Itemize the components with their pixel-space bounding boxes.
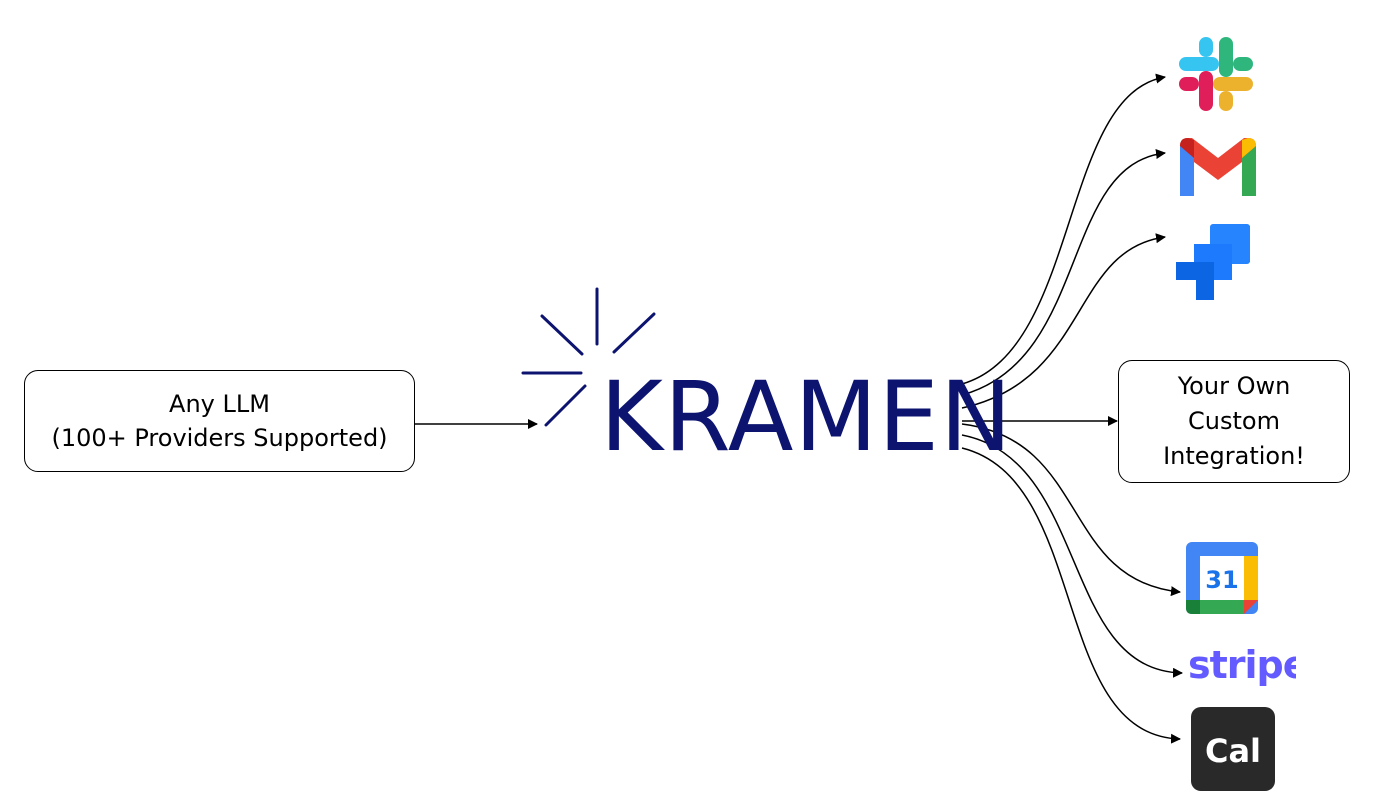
arrow-to-jira (961, 233, 1166, 409)
llm-source-box: Any LLM (100+ Providers Supported) (24, 370, 415, 472)
custom-line1: Your Own (1177, 372, 1291, 400)
arrow-to-stripe (961, 434, 1183, 678)
llm-source-line2: (100+ Providers Supported) (51, 424, 388, 452)
gmail-icon (1180, 138, 1256, 196)
llm-source-line1: Any LLM (169, 390, 270, 418)
calendar-day-label: 31 (1205, 566, 1238, 594)
slack-icon (1179, 37, 1253, 111)
stripe-wordmark: stripe (1188, 643, 1296, 687)
arrow-to-cal (961, 447, 1181, 744)
jira-icon (1176, 224, 1250, 300)
kramen-spark-icon (521, 287, 656, 427)
arrow-to-slack (961, 73, 1166, 385)
google-calendar-icon: 31 (1186, 542, 1258, 614)
arrow-to-calendar (961, 423, 1181, 597)
custom-integration-box: Your Own Custom Integration! (1118, 360, 1350, 483)
cal-icon: Cal (1191, 707, 1275, 791)
custom-line2: Custom (1188, 407, 1280, 435)
kramen-logo-text: KRAMEN (600, 361, 1013, 473)
cal-wordmark: Cal (1205, 732, 1261, 770)
custom-line3: Integration! (1163, 442, 1305, 470)
stripe-icon: stripe (1188, 643, 1296, 687)
arrow-to-gmail (961, 149, 1166, 396)
